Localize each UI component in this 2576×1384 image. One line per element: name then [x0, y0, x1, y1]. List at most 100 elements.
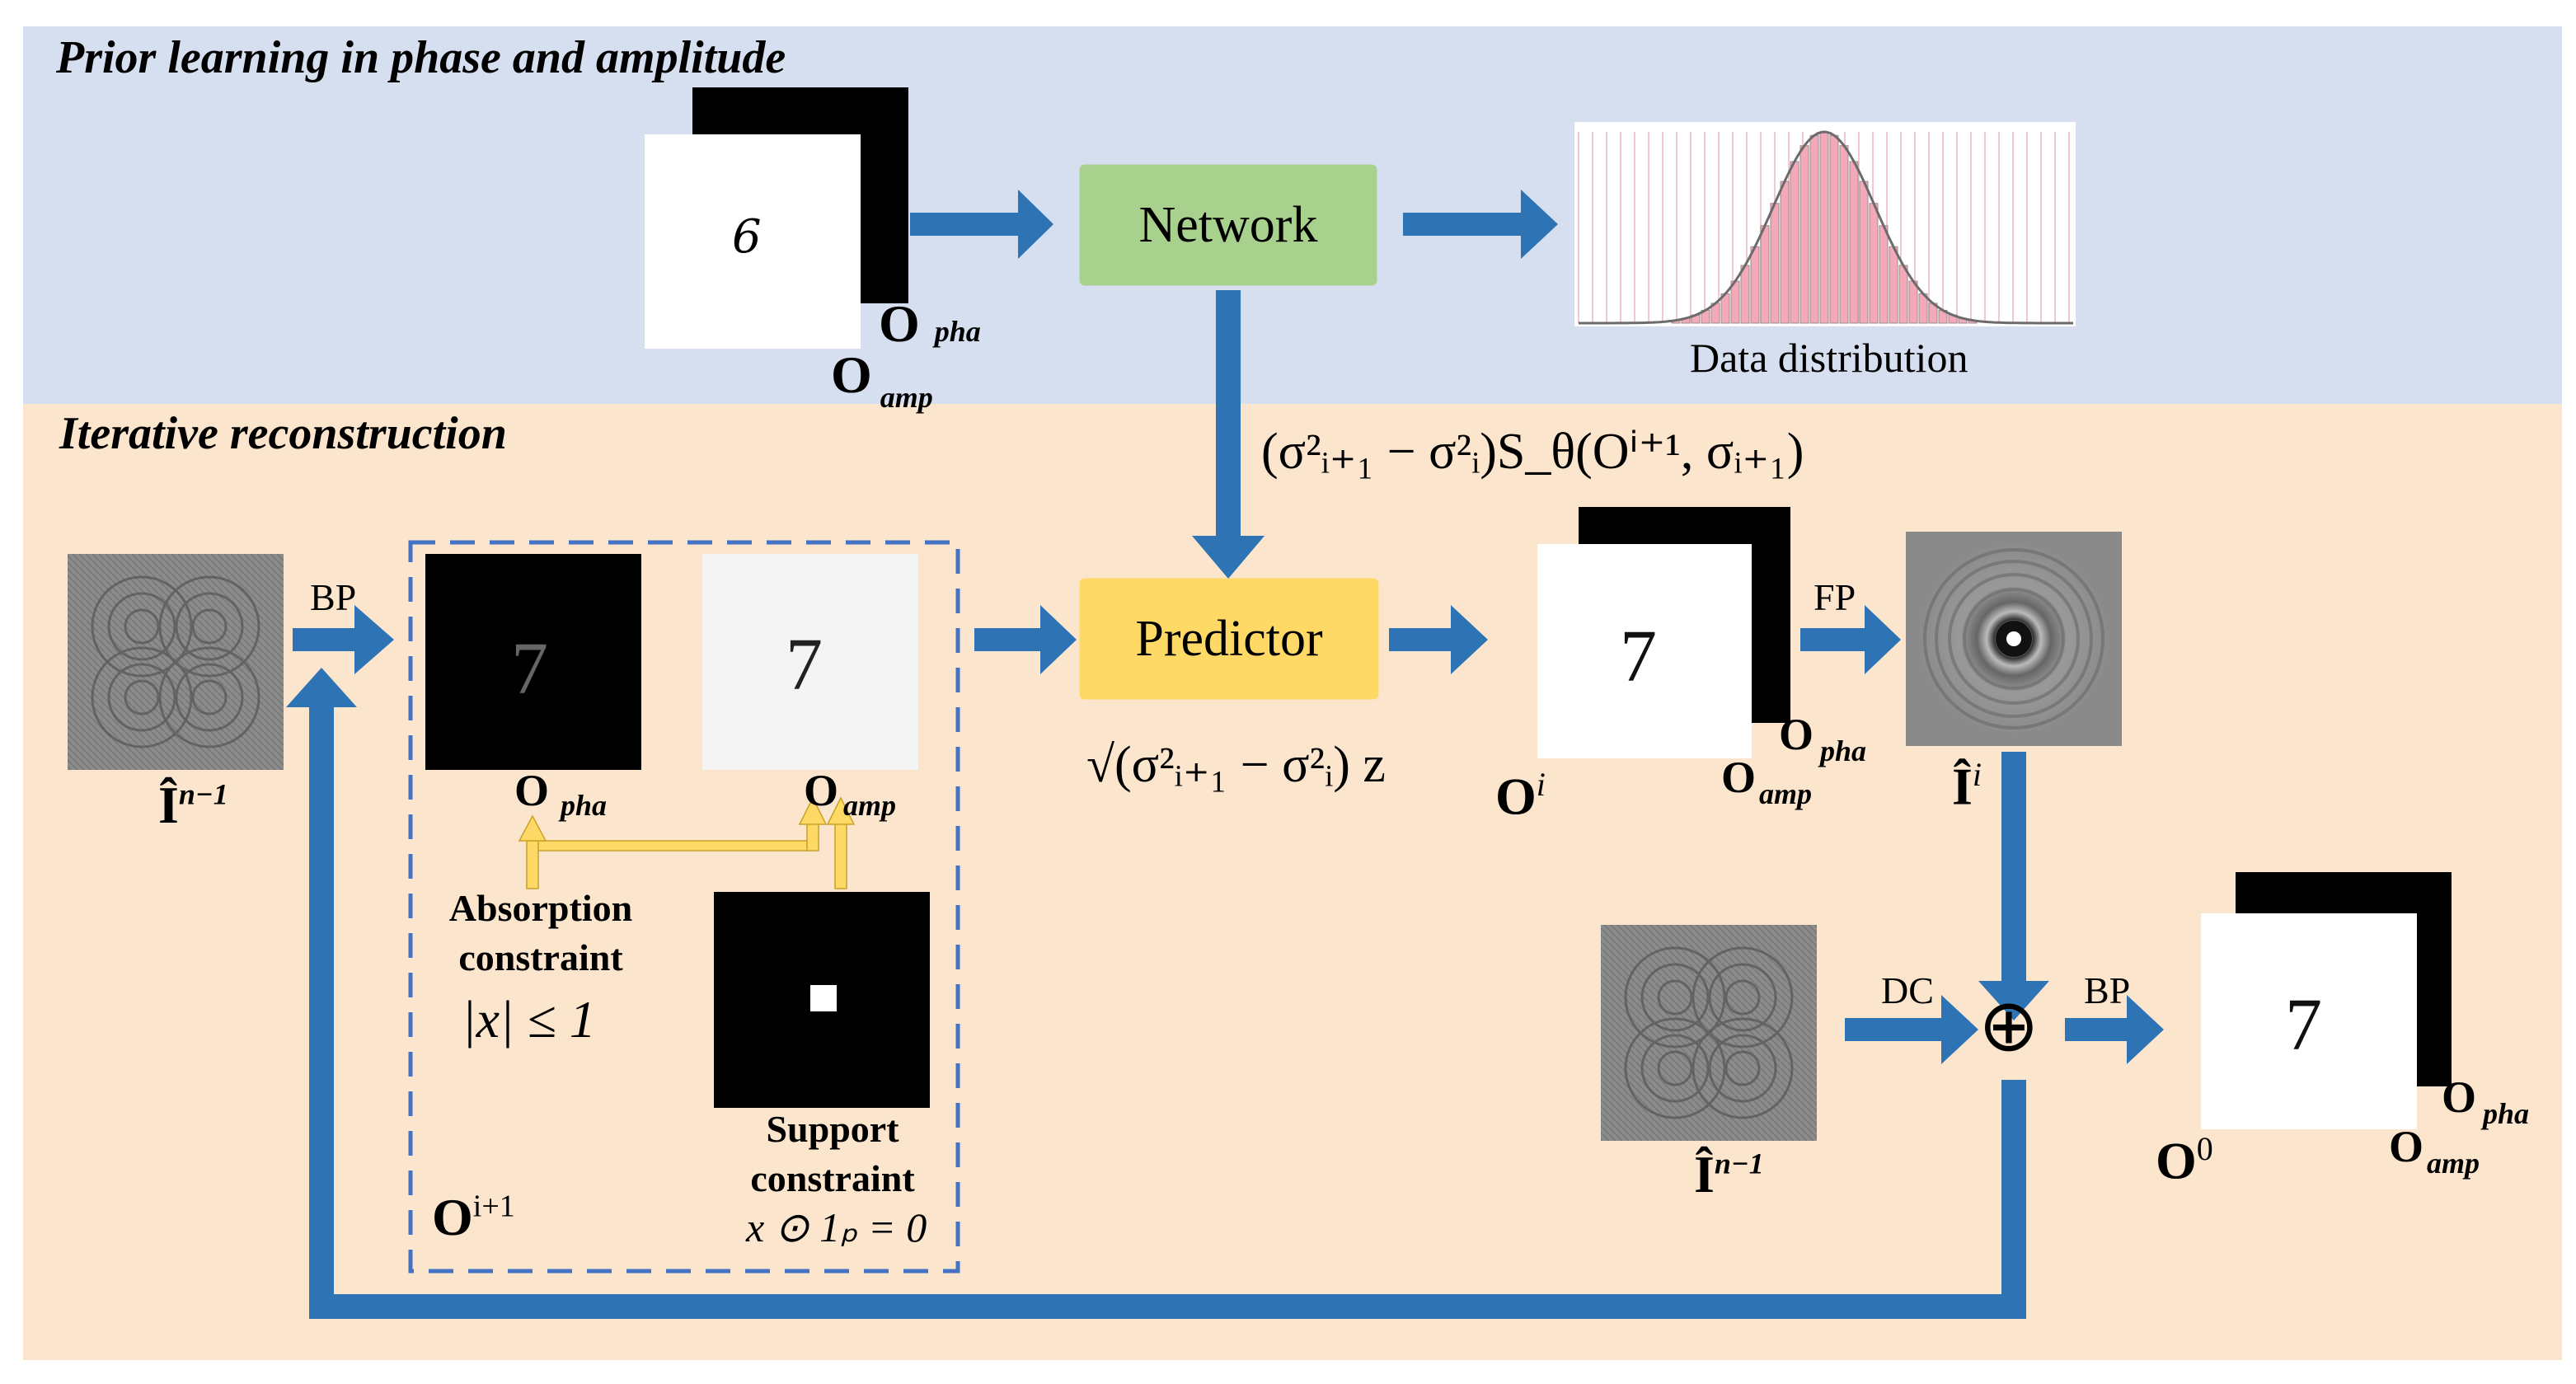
dist-bar	[1829, 134, 1839, 324]
oi-label: Oi	[1495, 765, 1546, 827]
fp-label: FP	[1814, 576, 1856, 618]
network-box	[1079, 164, 1377, 286]
oi-pha-sub: pha	[1820, 734, 1867, 767]
arrow-to-distribution	[1403, 190, 1558, 259]
dist-bar	[1898, 265, 1908, 324]
o-i-plus-1-label: Oi+1	[432, 1187, 515, 1248]
o0-digit: 7	[2285, 984, 2322, 1066]
prior-amp-sub: amp	[880, 381, 933, 414]
network-label: Network	[1138, 196, 1318, 253]
recon-pha-sub: pha	[561, 789, 608, 822]
dist-bar	[1879, 225, 1889, 324]
recon-o-pha-letter: O	[514, 766, 550, 815]
dist-bar	[1750, 246, 1760, 324]
dist-bar	[1889, 246, 1898, 324]
oi-digit: 7	[1620, 616, 1657, 697]
dist-bar	[1908, 280, 1918, 324]
dist-bar	[1869, 203, 1879, 324]
iterative-panel	[23, 404, 2562, 1360]
support-window	[810, 985, 837, 1011]
absorption-label: Absorption constraint	[448, 887, 633, 978]
bp-label: BP	[310, 576, 357, 618]
o0-label: O0	[2156, 1129, 2213, 1191]
support-label: Support constraint	[750, 1108, 915, 1199]
recon-amp-digit: 7	[786, 624, 823, 706]
hologram-left-fringes	[91, 575, 260, 748]
arrow-to-network	[910, 190, 1053, 259]
oi-amp-sub: amp	[1759, 777, 1813, 810]
data-distribution-label: Data distribution	[1690, 335, 1968, 381]
bp2-arrow	[2065, 995, 2164, 1064]
fp-arrow	[1800, 605, 1901, 674]
hologram-left-label: În−1	[158, 775, 228, 836]
recon-o-amp-letter: O	[804, 766, 839, 815]
bp-arrow	[293, 605, 394, 674]
absorption-eq: |x| ≤ 1	[462, 990, 596, 1049]
arrow-down-to-oplus	[1978, 752, 2049, 1020]
dist-bar	[1740, 265, 1750, 324]
noise-term: √(σ²ᵢ₊₁ − σ²ᵢ) z	[1086, 737, 1386, 793]
oplus-symbol: ⊕	[1978, 983, 2039, 1067]
o0-amp-sub: amp	[2427, 1147, 2480, 1180]
recon-phase-digit: 7	[511, 628, 548, 710]
prior-section-title: Prior learning in phase and amplitude	[56, 32, 786, 83]
prior-o-amp-letter: O	[831, 345, 872, 404]
intensity-label: Îi	[1952, 755, 1982, 817]
recon-amp-image	[702, 554, 918, 770]
recon-phase-image	[425, 554, 641, 770]
yellow-connector	[518, 796, 856, 889]
o0-sup: 0	[2196, 1130, 2213, 1167]
dist-bar	[1859, 181, 1869, 324]
dist-bar	[1760, 225, 1770, 324]
o0-pha-sub: pha	[2483, 1097, 2530, 1130]
oi-o-pha-letter: O	[1779, 710, 1814, 759]
oi-letter: O	[1495, 767, 1537, 826]
iterative-section-title: Iterative reconstruction	[59, 408, 507, 459]
dc-arrow	[1845, 995, 1978, 1064]
score-term: (σ²ᵢ₊₁ − σ²ᵢ)S_θ(Oⁱ⁺¹, σᵢ₊₁)	[1261, 424, 1804, 480]
dist-bar	[1770, 203, 1780, 324]
oi-amp-image	[1537, 544, 1752, 758]
prior-amp-image	[645, 134, 861, 349]
data-distribution-chart	[1574, 122, 2076, 326]
intensity-letter: Î	[1952, 757, 1973, 816]
dist-bar	[1819, 131, 1829, 324]
o0-o-pha-letter: O	[2442, 1072, 2477, 1122]
predictor-box	[1079, 578, 1379, 700]
intensity-rings	[1923, 548, 2104, 730]
hologram-right-fringes	[1624, 946, 1794, 1119]
dist-bar	[1849, 161, 1859, 324]
dist-bar	[1799, 145, 1809, 324]
prior-o-pha-letter: O	[879, 294, 920, 353]
hologram-right-letter: Î	[1694, 1145, 1715, 1203]
oi-o-amp-letter: O	[1721, 753, 1757, 802]
dist-bar	[1839, 145, 1849, 324]
constraint-dashed-box	[408, 540, 960, 1274]
support-eq: x ⊙ 1ₚ = 0	[746, 1204, 927, 1250]
o-i-plus-1-sup: i+1	[472, 1189, 515, 1224]
hologram-left-letter: Î	[158, 776, 179, 834]
prior-digit: 6	[732, 210, 762, 264]
o0-o-amp-letter: O	[2389, 1122, 2424, 1171]
dist-bar	[1730, 280, 1740, 324]
recon-amp-sub: amp	[843, 789, 897, 822]
o-i-plus-1-letter: O	[432, 1188, 473, 1246]
oi-sup: i	[1536, 766, 1546, 803]
predictor-label: Predictor	[1135, 610, 1323, 667]
o0-letter: O	[2156, 1131, 2197, 1190]
arrow-from-predictor	[1389, 605, 1488, 674]
arrow-network-to-predictor	[1192, 290, 1265, 579]
hologram-left-sup: n−1	[178, 777, 228, 811]
dist-bar	[1790, 161, 1799, 324]
intensity-sup: i	[1972, 756, 1982, 793]
dc-label: DC	[1881, 969, 1934, 1011]
bp2-label: BP	[2084, 969, 2131, 1011]
hologram-right-sup: n−1	[1714, 1147, 1764, 1180]
